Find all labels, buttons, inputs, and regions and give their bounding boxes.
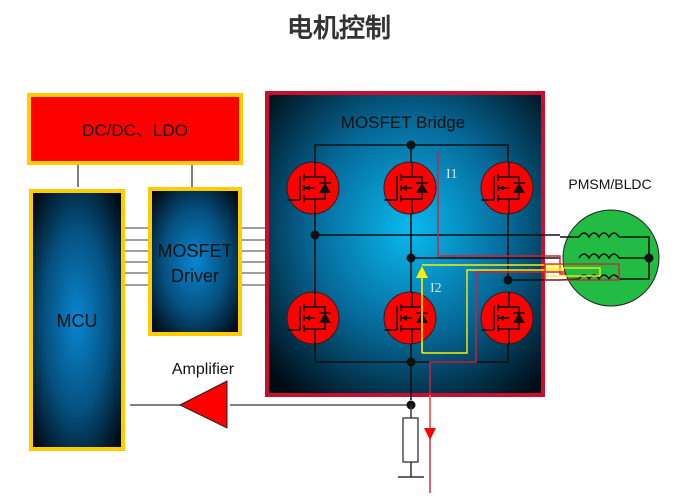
- shunt-current-arrow-icon: [424, 428, 436, 440]
- current-i2-label: I2: [430, 281, 442, 296]
- driver-bridge-signals: [242, 227, 268, 286]
- mcu-driver-signals: [125, 227, 148, 286]
- motor-label: PMSM/BLDC: [568, 176, 651, 192]
- current-i1-label: I1: [446, 167, 458, 182]
- motor-block: PMSM/BLDC: [544, 176, 660, 307]
- mosfet-low-a-icon: [286, 291, 340, 345]
- mosfet-driver-block: MOSFET Driver: [148, 187, 242, 336]
- amplifier-triangle-icon: [178, 380, 228, 429]
- mosfet-low-c-icon: [480, 291, 534, 345]
- resistor-icon: [402, 417, 419, 463]
- amplifier-label: Amplifier: [172, 361, 235, 378]
- bridge-junctions: [310, 140, 513, 367]
- mosfet-bridge-block: MOSFET Bridge: [265, 91, 545, 397]
- mosfet-low-b-icon: [383, 291, 437, 345]
- mosfet-high-a-icon: [286, 161, 340, 215]
- power-supply-label: DC/DC、LDO: [82, 121, 188, 140]
- page-title: 电机控制: [286, 14, 391, 44]
- mosfet-high-c-icon: [480, 161, 534, 215]
- mcu-block: MCU: [29, 189, 125, 451]
- driver-label-line2: Driver: [171, 266, 219, 286]
- amplifier-block: Amplifier: [172, 361, 235, 429]
- mosfet-high-b-icon: [383, 161, 437, 215]
- bridge-label: MOSFET Bridge: [341, 113, 465, 132]
- power-supply-block: DC/DC、LDO: [27, 93, 243, 165]
- current-i2-arrow-icon: [416, 266, 428, 278]
- mcu-label: MCU: [57, 311, 98, 331]
- driver-label-line1: MOSFET: [158, 241, 233, 261]
- shunt-resistor: [130, 400, 424, 478]
